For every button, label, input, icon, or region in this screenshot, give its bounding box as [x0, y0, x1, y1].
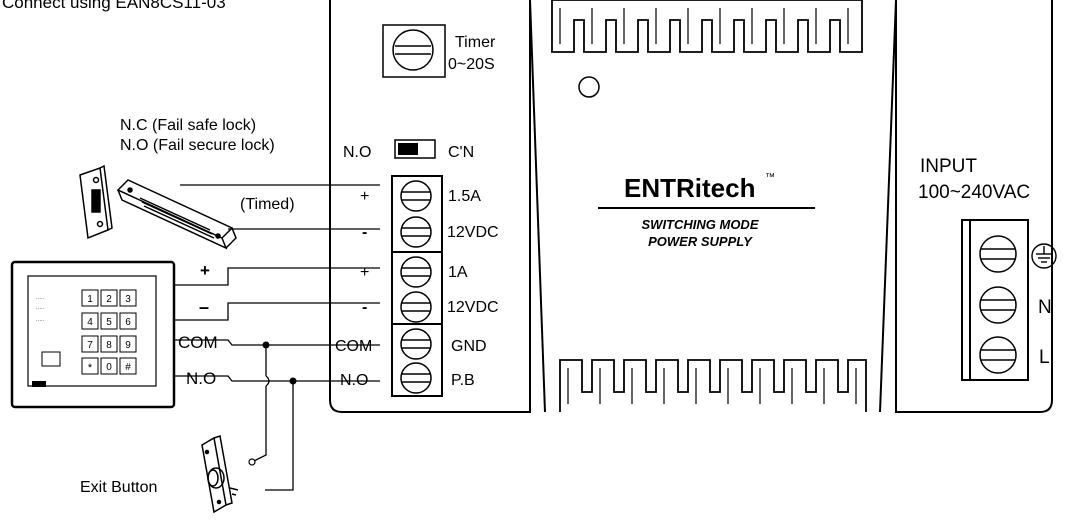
- terminal-screw[interactable]: [400, 180, 432, 212]
- live-label: L: [1039, 347, 1050, 368]
- svg-text:7: 7: [87, 340, 93, 351]
- keypad-key[interactable]: 4: [81, 312, 99, 330]
- terminal-left-label: +: [360, 264, 369, 281]
- keypad-no-label: N.O: [186, 369, 216, 388]
- terminal-screw[interactable]: [400, 328, 432, 360]
- brand-subtitle-1: SWITCHING MODE: [642, 217, 759, 232]
- switch-no-label: N.O: [343, 144, 371, 161]
- keypad-minus-label: –: [199, 297, 209, 317]
- svg-text:3: 3: [125, 294, 131, 305]
- keypad-key[interactable]: #: [119, 357, 137, 375]
- wire-terminal-point: [248, 458, 256, 466]
- brand-name-rest: Ritech: [676, 173, 755, 203]
- magnetic-lock-icon: [79, 164, 237, 250]
- timer-label: Timer: [455, 34, 496, 51]
- terminal-right-label: 12VDC: [447, 224, 499, 241]
- svg-text:5: 5: [106, 317, 112, 328]
- switch-cn-label: C'N: [448, 144, 474, 161]
- bottom-vent-fins: [559, 359, 867, 412]
- svg-text:2: 2: [106, 294, 112, 305]
- keypad-key[interactable]: 8: [100, 335, 118, 353]
- brand-subtitle-2: POWER SUPPLY: [648, 234, 753, 249]
- keypad-plus-label: +: [200, 261, 210, 280]
- timer-range-label: 0~20S: [448, 56, 495, 73]
- wiring: [174, 184, 380, 491]
- keypad-keys: 1 2 3 4 5 6 7 8 9 * 0 #: [81, 289, 137, 375]
- terminal-left-label: COM: [335, 338, 372, 355]
- terminal-screw[interactable]: [400, 362, 432, 394]
- keypad-key[interactable]: 0: [100, 357, 118, 375]
- input-voltage: 100~240VAC: [918, 182, 1030, 203]
- keypad-key[interactable]: 6: [119, 312, 137, 330]
- keypad-key[interactable]: 7: [81, 335, 99, 353]
- wire-junction: [289, 377, 297, 385]
- exit-button-icon[interactable]: [201, 435, 239, 514]
- svg-text:9: 9: [125, 340, 131, 351]
- keypad-key[interactable]: 1: [81, 289, 99, 307]
- neutral-label: N: [1038, 297, 1052, 318]
- ground-icon: [1031, 243, 1057, 269]
- terminal-block: [391, 175, 443, 397]
- input-screw[interactable]: [979, 336, 1017, 374]
- terminal-right-label: 1A: [448, 264, 468, 281]
- terminal-right-label: 12VDC: [447, 299, 499, 316]
- input-screw[interactable]: [979, 235, 1017, 273]
- brand-name-bold: ENT: [624, 173, 676, 203]
- terminal-right-label: P.B: [451, 372, 475, 389]
- keypad-key[interactable]: 2: [100, 289, 118, 307]
- led-indicator: [578, 76, 600, 98]
- trademark-symbol: ™: [765, 172, 775, 183]
- exit-button-label: Exit Button: [80, 479, 157, 496]
- lock-mode-nc: N.C (Fail safe lock): [120, 117, 256, 134]
- header-text: Connect using EAN8CS11-03: [2, 0, 226, 12]
- svg-text:1: 1: [87, 294, 93, 305]
- lock-mode-no: N.O (Fail secure lock): [120, 137, 275, 154]
- mode-switch[interactable]: [394, 139, 436, 159]
- top-vent-fins: [551, 0, 863, 53]
- terminal-screw[interactable]: [400, 291, 432, 323]
- svg-text:#: #: [125, 362, 131, 373]
- terminal-screw[interactable]: [400, 216, 432, 248]
- keypad-fine-print: ·····: [36, 306, 45, 312]
- svg-text:4: 4: [87, 317, 93, 328]
- svg-text:8: 8: [106, 340, 112, 351]
- svg-text:*: *: [88, 362, 93, 374]
- terminal-left-label: +: [360, 188, 369, 205]
- terminal-left-label: -: [362, 224, 367, 241]
- wire-junction: [262, 341, 270, 349]
- terminal-right-label: GND: [451, 338, 487, 355]
- keypad-device: ····· ····· ·····: [10, 260, 176, 409]
- timer-potentiometer[interactable]: [382, 24, 446, 78]
- keypad-fine-print: ·····: [36, 296, 45, 302]
- keypad-key[interactable]: 5: [100, 312, 118, 330]
- terminal-left-label: -: [362, 299, 367, 316]
- terminal-right-label: 1.5A: [448, 188, 481, 205]
- keypad-key[interactable]: 9: [119, 335, 137, 353]
- timed-label: (Timed): [240, 196, 295, 213]
- keypad-com-label: COM: [178, 333, 218, 352]
- brand-logo: ENTRitech: [624, 173, 755, 203]
- terminal-screw[interactable]: [400, 256, 432, 288]
- input-terminal-block: [961, 219, 1029, 381]
- power-supply-enclosure: [329, 0, 1053, 413]
- svg-text:0: 0: [106, 362, 112, 373]
- svg-text:6: 6: [125, 317, 131, 328]
- input-title: INPUT: [920, 156, 977, 177]
- input-screw[interactable]: [979, 286, 1017, 324]
- keypad-fine-print: ·····: [36, 318, 45, 324]
- keypad-key[interactable]: *: [81, 357, 99, 375]
- keypad-key[interactable]: 3: [119, 289, 137, 307]
